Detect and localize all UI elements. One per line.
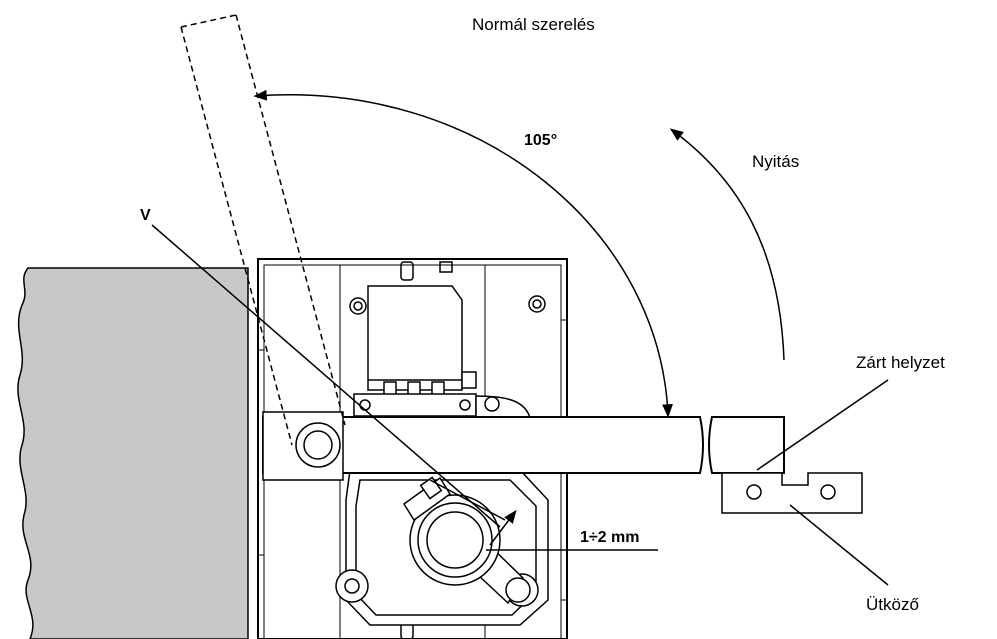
diagram-title: Normál szerelés bbox=[472, 15, 595, 34]
motor-housing bbox=[353, 285, 531, 423]
end-stop-leader bbox=[789, 504, 889, 586]
opening-direction-label: Nyitás bbox=[752, 152, 800, 171]
wall-pillar bbox=[17, 267, 249, 639]
reference-tangent bbox=[429, 479, 506, 521]
pivot-bracket bbox=[262, 411, 344, 481]
reference-point-label: V bbox=[140, 207, 151, 224]
output-lever bbox=[402, 476, 531, 605]
end-stop bbox=[721, 472, 863, 514]
opening-direction-arrow bbox=[669, 128, 785, 361]
end-stop-label: Ütköző bbox=[866, 595, 919, 614]
closed-position-leader bbox=[756, 379, 889, 471]
gate-bar-closed bbox=[262, 416, 785, 474]
opening-angle-label: 105° bbox=[524, 132, 558, 149]
closed-position-label: Zárt helyzet bbox=[856, 353, 945, 372]
clearance-dimension bbox=[486, 509, 658, 551]
opening-angle-arc bbox=[253, 89, 673, 418]
reference-line-v bbox=[151, 224, 501, 528]
clearance-label: 1÷2 mm bbox=[580, 529, 640, 546]
